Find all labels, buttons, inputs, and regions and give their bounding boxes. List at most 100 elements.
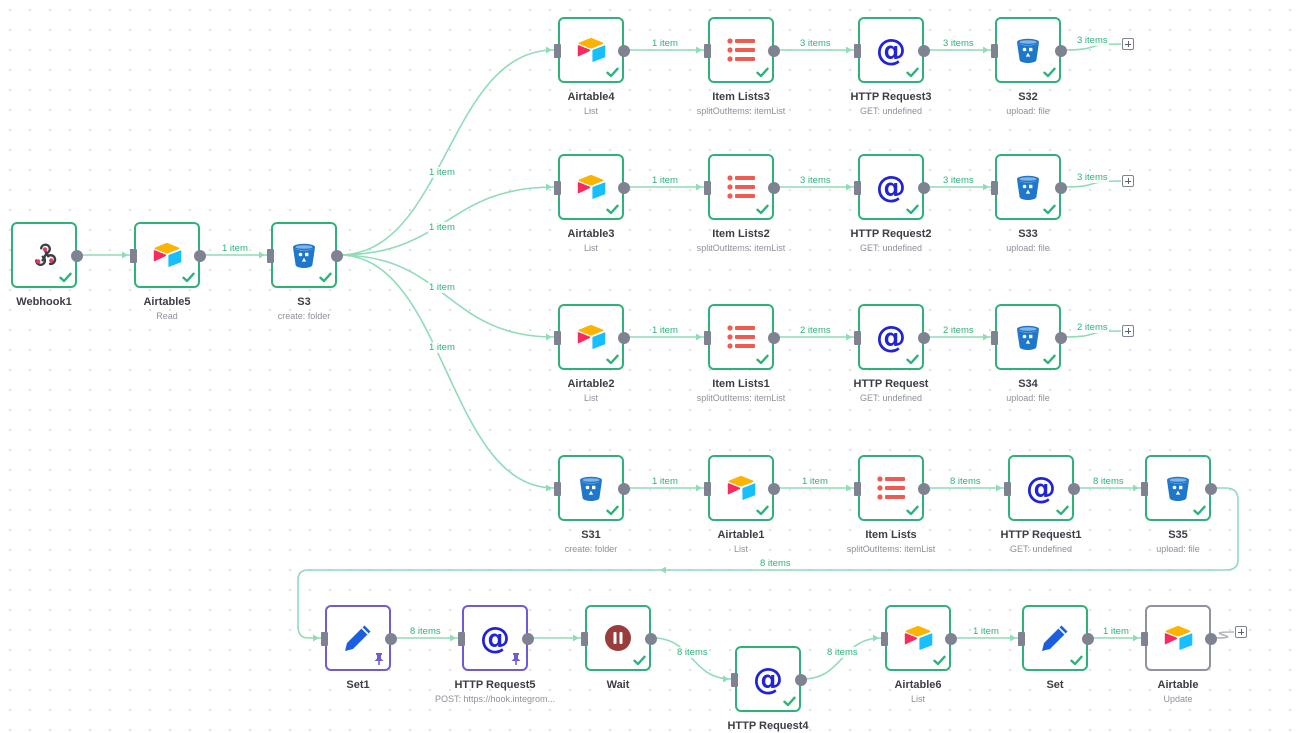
node-set1[interactable]: [321, 605, 397, 671]
connection-line[interactable]: [1062, 330, 1122, 338]
connection-line[interactable]: [338, 254, 555, 338]
add-node-button[interactable]: [1235, 626, 1247, 638]
node-airtable6[interactable]: [881, 605, 957, 671]
connection-item-count: 1 item: [801, 476, 829, 487]
node-subtitle: upload: file: [1006, 243, 1050, 253]
node-s32[interactable]: [991, 17, 1067, 83]
connection-line[interactable]: [1212, 631, 1235, 639]
output-handle[interactable]: [331, 250, 343, 262]
output-handle[interactable]: [768, 483, 780, 495]
connection-line[interactable]: [297, 487, 1239, 639]
input-handle[interactable]: [854, 181, 861, 195]
node-s3[interactable]: [267, 222, 343, 288]
node-set[interactable]: [1018, 605, 1094, 671]
node-httprequest4[interactable]: @: [731, 646, 807, 712]
input-handle[interactable]: [854, 44, 861, 58]
input-handle[interactable]: [554, 181, 561, 195]
node-itemlists[interactable]: [854, 455, 930, 521]
add-node-button[interactable]: [1122, 175, 1134, 187]
input-handle[interactable]: [458, 632, 465, 646]
output-handle[interactable]: [1205, 633, 1217, 645]
connection-line[interactable]: [338, 254, 555, 489]
connection-line[interactable]: [652, 637, 732, 680]
add-node-button[interactable]: [1122, 38, 1134, 50]
output-handle[interactable]: [918, 483, 930, 495]
output-handle[interactable]: [918, 332, 930, 344]
connection-line[interactable]: [1062, 43, 1122, 51]
node-airtable2[interactable]: [554, 304, 630, 370]
input-handle[interactable]: [731, 673, 738, 687]
output-handle[interactable]: [71, 250, 83, 262]
node-httprequest[interactable]: @: [854, 304, 930, 370]
output-handle[interactable]: [1055, 182, 1067, 194]
input-handle[interactable]: [267, 249, 274, 263]
output-handle[interactable]: [522, 633, 534, 645]
node-httprequest2[interactable]: @: [854, 154, 930, 220]
output-handle[interactable]: [645, 633, 657, 645]
node-itemlists1[interactable]: [704, 304, 780, 370]
output-handle[interactable]: [618, 45, 630, 57]
connection-line[interactable]: [802, 637, 882, 680]
input-handle[interactable]: [704, 331, 711, 345]
node-airtable1[interactable]: [704, 455, 780, 521]
output-handle[interactable]: [618, 483, 630, 495]
node-s34[interactable]: [991, 304, 1067, 370]
output-handle[interactable]: [618, 332, 630, 344]
node-httprequest1[interactable]: @: [1004, 455, 1080, 521]
output-handle[interactable]: [194, 250, 206, 262]
output-handle[interactable]: [795, 674, 807, 686]
output-handle[interactable]: [768, 45, 780, 57]
node-itemlists2[interactable]: [704, 154, 780, 220]
input-handle[interactable]: [1141, 482, 1148, 496]
input-handle[interactable]: [854, 331, 861, 345]
output-handle[interactable]: [768, 332, 780, 344]
output-handle[interactable]: [1082, 633, 1094, 645]
node-title: Airtable1: [717, 529, 765, 541]
input-handle[interactable]: [991, 181, 998, 195]
node-airtable4[interactable]: [554, 17, 630, 83]
node-subtitle: List: [583, 243, 598, 253]
node-wait[interactable]: [581, 605, 657, 671]
connection-line[interactable]: [1062, 180, 1122, 188]
input-handle[interactable]: [321, 632, 328, 646]
input-handle[interactable]: [1141, 632, 1148, 646]
output-handle[interactable]: [618, 182, 630, 194]
node-s35[interactable]: [1141, 455, 1217, 521]
connection-line[interactable]: [338, 49, 555, 256]
output-handle[interactable]: [1205, 483, 1217, 495]
output-handle[interactable]: [385, 633, 397, 645]
output-handle[interactable]: [918, 182, 930, 194]
connection-line[interactable]: [338, 186, 555, 256]
output-handle[interactable]: [1068, 483, 1080, 495]
node-httprequest3[interactable]: @: [854, 17, 930, 83]
node-airtable[interactable]: [1141, 605, 1217, 671]
input-handle[interactable]: [554, 44, 561, 58]
node-itemlists3[interactable]: [704, 17, 780, 83]
input-handle[interactable]: [1018, 632, 1025, 646]
node-airtable3[interactable]: [554, 154, 630, 220]
add-node-button[interactable]: [1122, 325, 1134, 337]
input-handle[interactable]: [704, 482, 711, 496]
input-handle[interactable]: [854, 482, 861, 496]
input-handle[interactable]: [991, 44, 998, 58]
input-handle[interactable]: [554, 482, 561, 496]
input-handle[interactable]: [130, 249, 137, 263]
input-handle[interactable]: [881, 632, 888, 646]
input-handle[interactable]: [554, 331, 561, 345]
node-s31[interactable]: [554, 455, 630, 521]
input-handle[interactable]: [581, 632, 588, 646]
output-handle[interactable]: [1055, 45, 1067, 57]
input-handle[interactable]: [704, 44, 711, 58]
output-handle[interactable]: [768, 182, 780, 194]
node-httprequest5[interactable]: @: [458, 605, 534, 671]
node-airtable5[interactable]: [130, 222, 206, 288]
node-webhook1[interactable]: [11, 222, 83, 288]
input-handle[interactable]: [1004, 482, 1011, 496]
input-handle[interactable]: [704, 181, 711, 195]
input-handle[interactable]: [991, 331, 998, 345]
output-handle[interactable]: [1055, 332, 1067, 344]
output-handle[interactable]: [918, 45, 930, 57]
output-handle[interactable]: [945, 633, 957, 645]
node-s33[interactable]: [991, 154, 1067, 220]
